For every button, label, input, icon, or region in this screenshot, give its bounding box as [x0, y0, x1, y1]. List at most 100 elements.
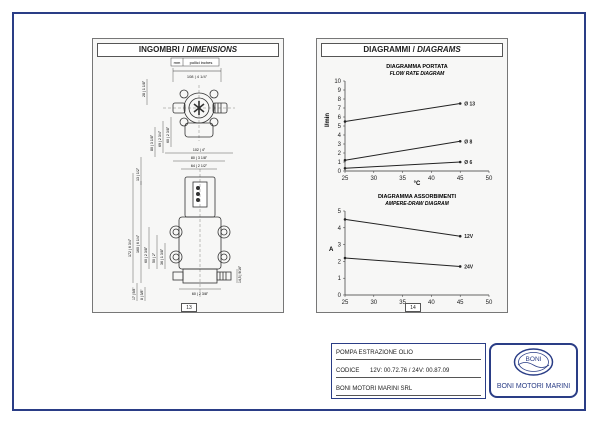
- flow-x-tick-label: 40: [428, 176, 435, 182]
- dimensions-title: INGOMBRI /: [138, 45, 185, 54]
- flow-data-point: [458, 140, 462, 143]
- flow-x-tick-label: 45: [457, 176, 464, 182]
- ampere-series-line: [344, 218, 461, 237]
- diagrams-title: DIAGRAMMI /: [363, 45, 415, 54]
- top-view-dimensions: [140, 79, 172, 185]
- side-base-label: 60 | 2 3/8": [192, 292, 209, 296]
- flow-data-point: [343, 158, 347, 162]
- flow-chart-xlabel: °C: [414, 181, 421, 187]
- side-bottom-label-1: 17 | 5/8": [132, 287, 136, 300]
- ampere-chart-subtitle: AMPERE-DRAW DIAGRAM: [384, 201, 449, 207]
- flow-chart-ylabel: l/min: [325, 113, 331, 127]
- side-left-label-3: 60 | 2 3/8": [144, 246, 148, 263]
- dimension-drawing: mm pollici inches 108 | 4 1/4": [128, 57, 242, 301]
- pump-top-view: 108 | 4 1/4": [163, 68, 235, 141]
- ampere-y-tick-label: 5: [338, 209, 342, 215]
- top-dim-label-3: 69 | 2 3/4": [158, 130, 162, 147]
- top-dim-label-2: 80 | 3 1/8": [150, 134, 154, 151]
- dimensions-page-number: 13: [181, 303, 197, 312]
- title-block-product-row: POMPA ESTRAZIONE OLIO: [336, 347, 481, 360]
- unit-inches: pollici inches: [190, 60, 213, 65]
- ampere-series-label: 24V: [464, 264, 474, 270]
- flow-data-point: [458, 160, 462, 164]
- ampere-x-tick-label: 35: [399, 300, 406, 306]
- diagrams-header: DIAGRAMMI / DIAGRAMS: [321, 43, 503, 57]
- unit-legend: mm pollici inches: [170, 57, 220, 67]
- ampere-x-tick-label: 45: [457, 300, 464, 306]
- title-block-code-row: CODICE 12V: 00.72.76 / 24V: 00.87.09: [336, 365, 481, 378]
- ampere-x-tick-label: 40: [428, 300, 435, 306]
- side-left-label-5: 36 | 1 3/8": [160, 248, 164, 265]
- ampere-y-tick-label: 4: [338, 226, 342, 232]
- flow-series-line: [344, 103, 461, 122]
- company-name: BONI MOTORI MARINI SRL: [336, 386, 413, 392]
- diagrams-page-number: 14: [405, 303, 421, 312]
- flow-y-tick-label: 10: [334, 79, 341, 85]
- code-label: CODICE: [336, 368, 360, 374]
- flow-y-tick-label: 5: [338, 124, 342, 130]
- diagrams-sheet: DIAGRAMMI / DIAGRAMS DIAGRAMMA PORTATA F…: [316, 38, 508, 313]
- flow-y-tick-label: 0: [338, 169, 342, 175]
- ampere-series-line: [344, 257, 461, 267]
- ampere-x-tick-label: 50: [486, 300, 493, 306]
- product-name: POMPA ESTRAZIONE OLIO: [336, 350, 413, 356]
- flow-x-tick-label: 30: [370, 176, 377, 182]
- flow-y-tick-label: 9: [338, 88, 342, 94]
- ampere-data-point: [343, 218, 347, 221]
- side-left-label-1: 172 | 6 3/4": [128, 238, 132, 257]
- diagrams-title-italic: DIAGRAMS: [417, 45, 461, 54]
- flow-series-line: [344, 140, 461, 161]
- flow-series-line: [344, 161, 461, 169]
- side-top-label-1: 102 | 4": [193, 148, 206, 152]
- title-block-company-row: BONI MOTORI MARINI SRL: [336, 383, 481, 396]
- ampere-data-point: [458, 234, 462, 238]
- flow-x-tick-label: 25: [342, 176, 349, 182]
- ampere-x-tick-label: 30: [370, 300, 377, 306]
- flow-x-tick-label: 50: [486, 176, 493, 182]
- ampere-chart-ylabel: A: [329, 247, 334, 253]
- flow-rate-chart: DIAGRAMMA PORTATA FLOW RATE DIAGRAM l/mi…: [325, 64, 493, 187]
- flow-y-tick-label: 3: [338, 142, 342, 148]
- flow-series-label: Ø 6: [464, 160, 472, 166]
- flow-y-tick-label: 4: [338, 133, 342, 139]
- title-block: POMPA ESTRAZIONE OLIO CODICE 12V: 00.72.…: [331, 343, 486, 399]
- ampere-y-tick-label: 0: [338, 293, 342, 299]
- unit-mm: mm: [174, 60, 181, 65]
- flow-chart-title: DIAGRAMMA PORTATA: [386, 64, 448, 70]
- flow-chart-subtitle: FLOW RATE DIAGRAM: [390, 71, 445, 77]
- logo-company-text: BONI MOTORI MARINI: [497, 383, 570, 390]
- emblem-text: BONI: [526, 356, 542, 363]
- page-frame: [12, 12, 586, 411]
- flow-y-tick-label: 1: [338, 160, 342, 166]
- ampere-data-point: [458, 265, 462, 268]
- code-value: 12V: 00.72.76 / 24V: 00.87.09: [370, 368, 450, 374]
- side-view-dimensions: [132, 173, 238, 301]
- ampere-x-tick-label: 25: [342, 300, 349, 306]
- ampere-series-label: 12V: [464, 234, 474, 240]
- ampere-draw-chart: DIAGRAMMA ASSORBIMENTI AMPERE-DRAW DIAGR…: [329, 194, 493, 311]
- flow-data-point: [343, 120, 347, 123]
- flow-series-label: Ø 13: [464, 102, 475, 108]
- boni-logo: BONI BONI MOTORI MARINI: [489, 343, 578, 398]
- dimensions-header: INGOMBRI / DIMENSIONS: [97, 43, 279, 57]
- ampere-y-tick-label: 3: [338, 243, 342, 249]
- side-bottom-label-2: 8 | 3/8": [140, 289, 144, 300]
- ampere-chart-title: DIAGRAMMA ASSORBIMENTI: [378, 194, 457, 200]
- top-dim-label-4: 60 | 2 3/8": [166, 126, 170, 143]
- side-left-label-4: 50 | 2": [152, 252, 156, 263]
- top-width-label: 108 | 4 1/4": [187, 74, 208, 79]
- dimensions-title-italic: DIMENSIONS: [186, 45, 238, 54]
- side-top-label-2: 80 | 3 1/8": [191, 156, 208, 160]
- side-left-label-2: 160 | 6 1/4": [136, 234, 140, 253]
- boni-emblem: BONI BONI MOTORI MARINI: [497, 348, 570, 390]
- side-right-label: 14,5 | 9/16": [238, 265, 242, 283]
- dimensions-sheet: INGOMBRI / DIMENSIONS mm pollici inches …: [92, 38, 284, 313]
- top-dim-label-1: 28 | 1 1/8": [142, 80, 146, 97]
- flow-y-tick-label: 7: [338, 106, 342, 112]
- ampere-y-tick-label: 2: [338, 259, 342, 265]
- flow-data-point: [458, 102, 462, 105]
- flow-y-tick-label: 2: [338, 151, 342, 157]
- ampere-data-point: [343, 256, 347, 260]
- flow-data-point: [343, 167, 347, 170]
- side-top-label-3: 64 | 2 1/2": [191, 164, 208, 168]
